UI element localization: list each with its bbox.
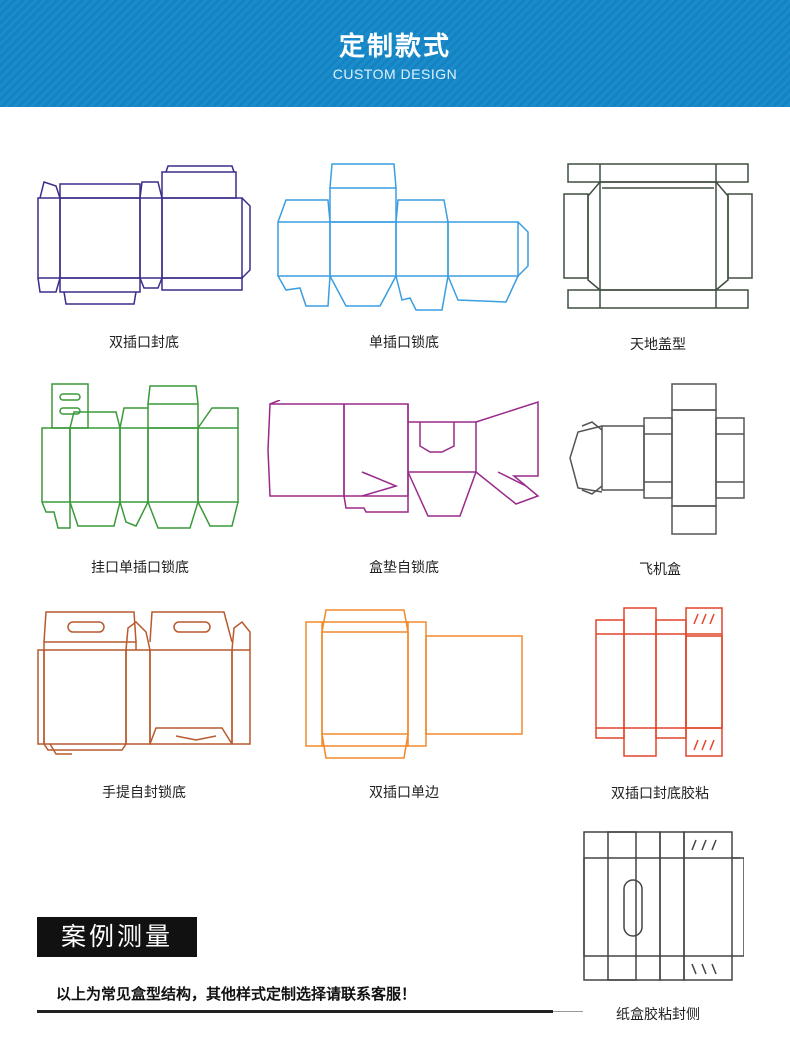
style-label-4: 挂口单插口锁底 (91, 560, 189, 576)
dieline-pad-auto-lock-bottom (266, 400, 542, 518)
style-label-1: 双插口封底 (109, 335, 179, 351)
case-section-note: 以上为常见盒型结构，其他样式定制选择请联系客服！ (56, 985, 417, 1003)
dieline-single-tuck-lock-bottom (276, 160, 532, 312)
dieline-double-tuck-glued (592, 604, 728, 760)
style-label-5: 盒垫自锁底 (369, 560, 439, 576)
note-underline (37, 1010, 553, 1013)
dieline-glued-side-seal (580, 828, 744, 984)
style-label-9: 双插口封底胶粘 (611, 786, 709, 802)
dieline-double-tuck-single-side (304, 608, 526, 760)
header-title: 定制款式 (338, 32, 451, 62)
styles-panel (32, 140, 758, 1020)
note-underline-tail (553, 1011, 583, 1012)
dieline-handle-auto-lock-bottom (36, 608, 254, 756)
style-label-8: 双插口单边 (369, 785, 439, 801)
dieline-mailer-box (568, 382, 750, 538)
style-label-2: 单插口锁底 (369, 335, 439, 351)
style-label-7: 手提自封锁底 (102, 785, 186, 801)
dieline-lid-base-box (562, 160, 754, 316)
dieline-hanger-tuck-lock-bottom (40, 382, 244, 532)
case-section-title: 案例测量 (37, 917, 235, 957)
style-label-6: 飞机盒 (639, 562, 681, 578)
dieline-double-tuck-sealed-bottom (36, 164, 252, 306)
page-header: 定制款式 CUSTOM DESIGN (0, 0, 790, 107)
header-subtitle: CUSTOM DESIGN (332, 66, 458, 82)
style-label-10: 纸盒胶粘封侧 (616, 1007, 700, 1023)
style-label-3: 天地盖型 (630, 337, 686, 353)
